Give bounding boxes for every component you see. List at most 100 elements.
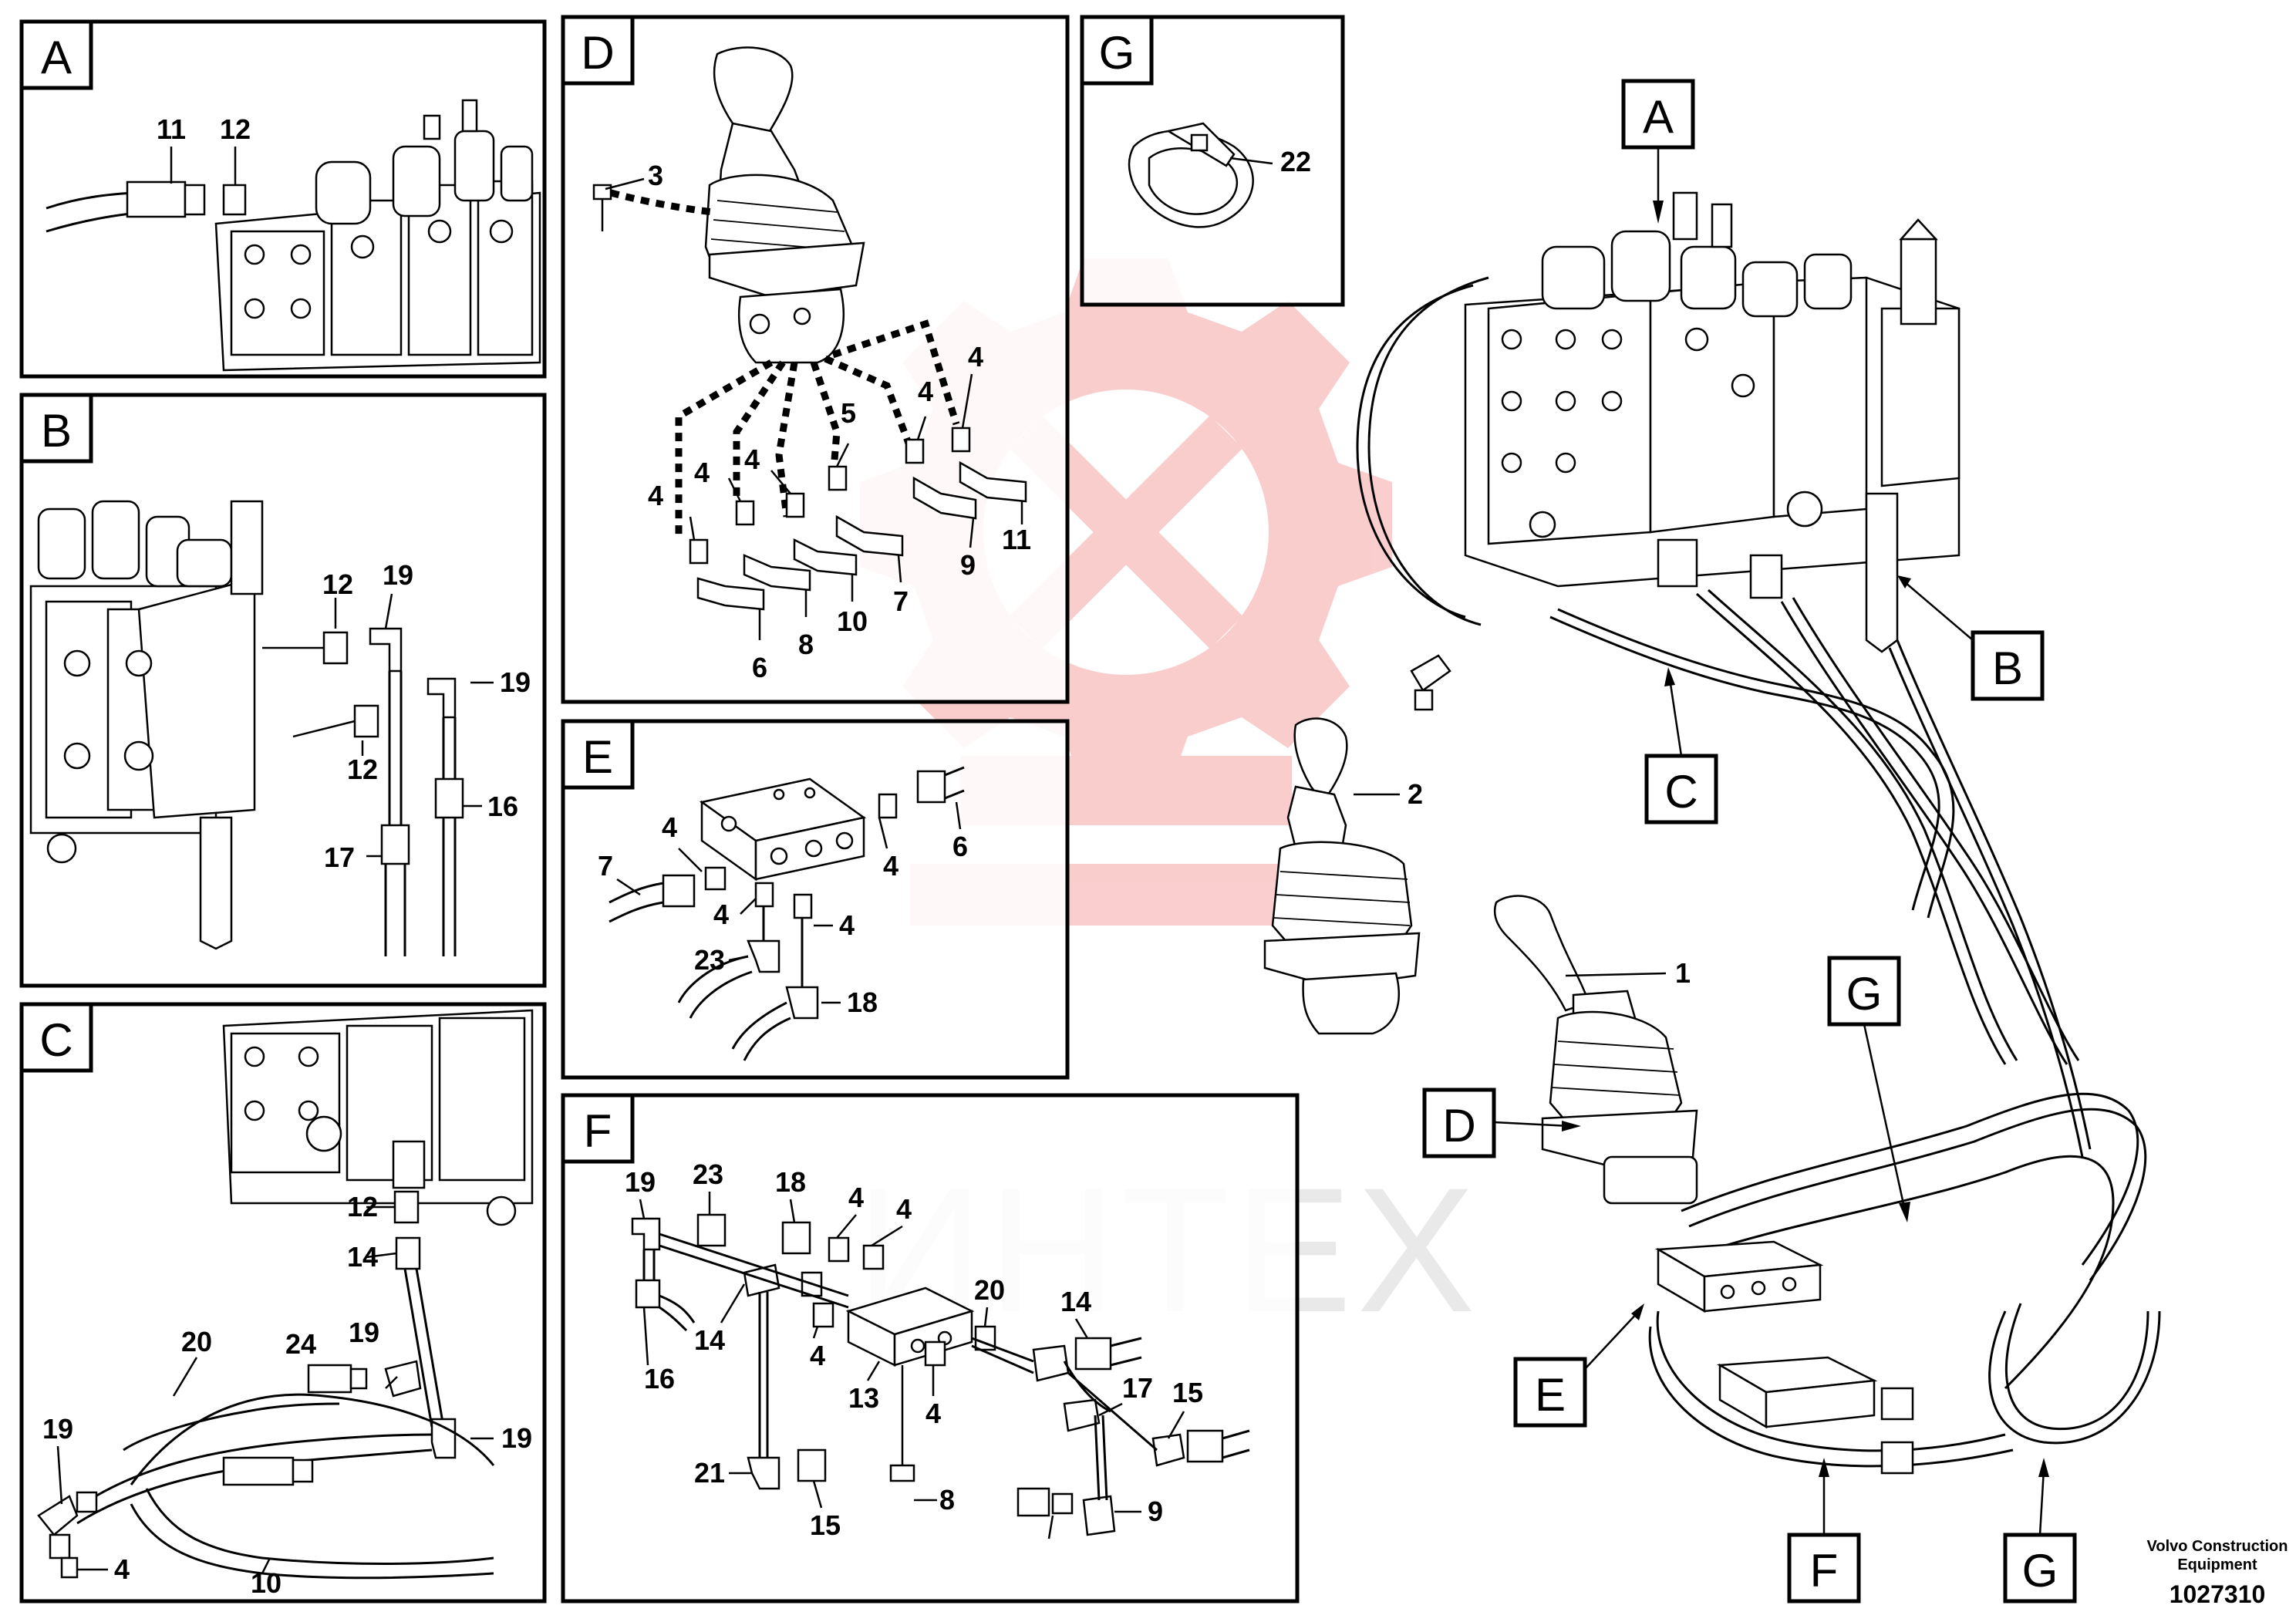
- callout-f-label: F: [1810, 1545, 1839, 1597]
- part-10: 10: [837, 605, 868, 637]
- part-4: 4: [810, 1340, 825, 1371]
- callout-g-upper-label: G: [1846, 968, 1883, 1020]
- section-b: B 12 1: [19, 393, 547, 988]
- part-13: 13: [848, 1382, 879, 1414]
- part-18: 18: [775, 1166, 806, 1198]
- part-4: 4: [694, 457, 710, 488]
- callout-g-upper: G: [1827, 956, 1910, 1222]
- part-4: 4: [839, 909, 855, 941]
- part-19: 19: [500, 666, 531, 698]
- callout-d-label: D: [1442, 1100, 1475, 1152]
- hose-icon: [388, 671, 403, 825]
- part-19: 19: [501, 1422, 532, 1454]
- callout-e-label: E: [1535, 1369, 1566, 1421]
- part-5: 5: [841, 397, 856, 429]
- joystick-icon: [1263, 717, 1421, 1035]
- part-4: 4: [114, 1553, 130, 1585]
- callout-f: F: [1787, 1458, 1861, 1603]
- hose-icon: [1356, 276, 2161, 1468]
- part-2: 2: [1408, 778, 1423, 810]
- footer-company: Volvo Construction: [2147, 1538, 2288, 1555]
- part-4: 4: [713, 899, 729, 930]
- part-12: 12: [347, 754, 378, 785]
- section-d: D 3: [561, 15, 1070, 704]
- section-f-tag: [561, 1093, 635, 1164]
- fitting-icon: [689, 427, 971, 565]
- section-c-label: C: [39, 1014, 72, 1066]
- manifold-block: [845, 1286, 975, 1367]
- part-10: 10: [251, 1567, 282, 1599]
- manifold-block: [1654, 1240, 1824, 1313]
- part-12: 12: [322, 568, 353, 600]
- part-11: 11: [157, 113, 186, 145]
- section-e: E 4 6 7 4 4: [561, 719, 1070, 1080]
- part-4: 20: [974, 1274, 1005, 1306]
- hose-icon: [403, 1268, 445, 1428]
- callout-b: B: [1897, 575, 2045, 701]
- fitting-icon: [1410, 654, 1451, 692]
- part-19: 19: [42, 1413, 73, 1445]
- part-15: 9: [1148, 1496, 1163, 1527]
- part-4: 4: [918, 376, 933, 407]
- part-9: 9: [960, 549, 976, 581]
- part-4: 4: [883, 850, 899, 882]
- part-16: 16: [644, 1363, 675, 1394]
- fitting-icon: [631, 1213, 1224, 1536]
- clamp-icon: [1128, 122, 1254, 228]
- part-22: 22: [1280, 146, 1311, 177]
- part-1: 1: [1675, 957, 1691, 989]
- section-g-label: G: [1099, 27, 1135, 79]
- section-d-label: D: [581, 27, 614, 79]
- callout-c: C: [1644, 667, 1718, 824]
- section-a: A 11 12: [19, 19, 547, 379]
- part-23: 23: [693, 1158, 723, 1190]
- part-8: 15: [810, 1509, 841, 1541]
- part-7: 7: [893, 585, 909, 617]
- part-14: 14: [347, 1241, 378, 1273]
- section-c: C: [19, 1002, 547, 1603]
- part-4: 4: [648, 480, 663, 511]
- section-e-label: E: [582, 731, 613, 783]
- part-3: 3: [648, 160, 663, 191]
- part-20: 14: [1060, 1286, 1091, 1317]
- part-14: 14: [694, 1324, 725, 1356]
- control-valve-icon: [222, 1009, 534, 1226]
- section-g: G 22: [1080, 15, 1345, 307]
- footer-company-line2: Equipment: [2177, 1556, 2257, 1573]
- part-8: 8: [798, 629, 814, 660]
- section-c-tag: [19, 1002, 93, 1073]
- section-e-frame: [561, 719, 1070, 1080]
- part-21: 8: [939, 1484, 955, 1516]
- section-b-label: B: [41, 405, 72, 457]
- main-assembly: 2 1 A B C D E: [1263, 79, 2161, 1603]
- fitting-icon: [126, 180, 187, 218]
- callout-c-label: C: [1664, 766, 1698, 818]
- part-4: 4: [968, 341, 983, 373]
- callout-a-label: A: [1643, 91, 1674, 143]
- part-12: 12: [220, 113, 251, 145]
- part-19: 19: [625, 1166, 656, 1198]
- callout-b-label: B: [1992, 642, 2023, 694]
- part-4: 4: [848, 1182, 864, 1213]
- section-e-tag: [561, 719, 635, 790]
- part-4: 4: [925, 1398, 941, 1429]
- callout-a: A: [1621, 79, 1695, 224]
- control-valve-icon: [1464, 191, 1961, 653]
- part-6: 6: [752, 652, 767, 683]
- fitting-icon: [878, 793, 898, 819]
- part-15: 21: [694, 1457, 725, 1489]
- part-20: 20: [181, 1326, 212, 1357]
- callout-e: E: [1513, 1303, 1644, 1428]
- part-17: 15: [1172, 1377, 1203, 1408]
- joystick-icon: [704, 46, 865, 364]
- manifold-block: [699, 777, 867, 882]
- callout-d: D: [1422, 1088, 1581, 1158]
- part-19: 19: [383, 559, 413, 591]
- part-19: 19: [349, 1317, 379, 1348]
- fitting-icon: [393, 1190, 420, 1224]
- part-7: 7: [598, 850, 613, 882]
- section-a-label: A: [41, 32, 72, 83]
- part-14: 17: [1122, 1372, 1153, 1404]
- part-18: 18: [847, 986, 878, 1018]
